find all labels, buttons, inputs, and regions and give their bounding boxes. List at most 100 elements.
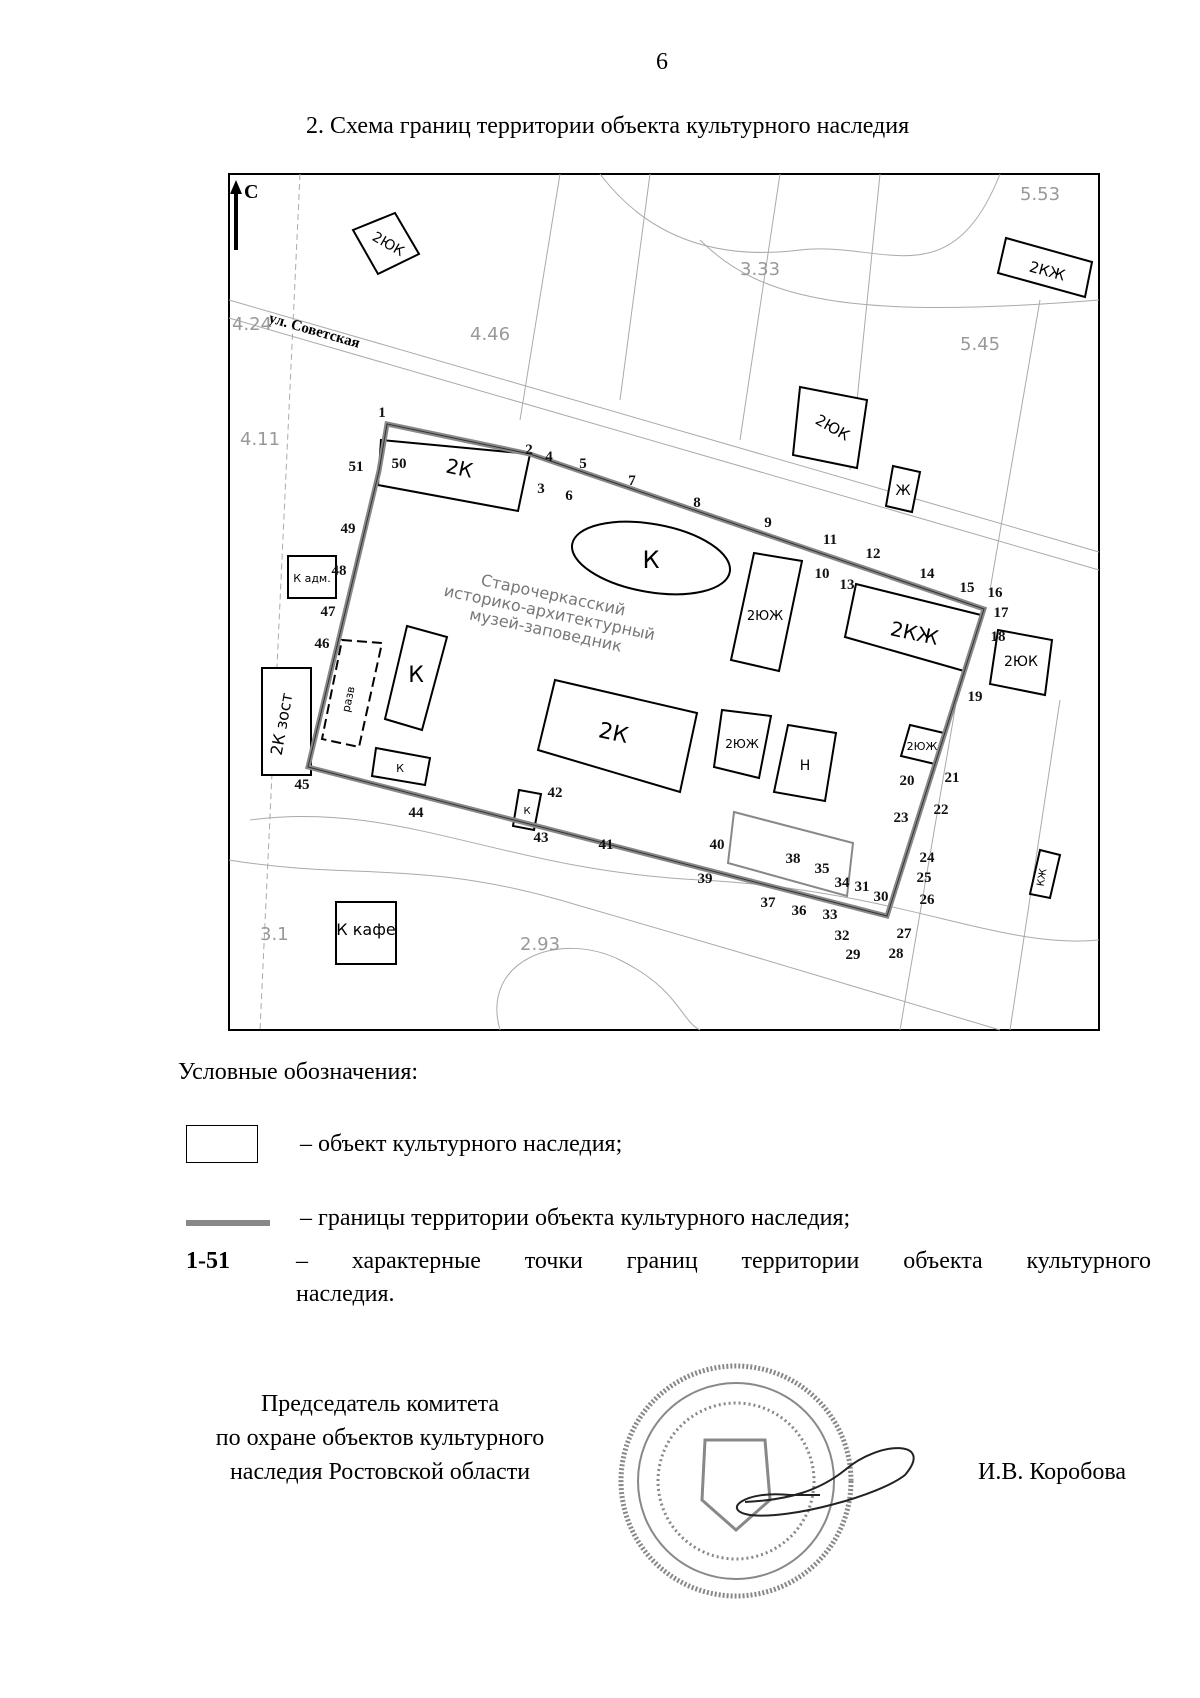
- building-2yuk-nw: [351, 211, 421, 276]
- boundary-point-label: 22: [934, 802, 949, 818]
- building-label: К: [642, 546, 659, 574]
- boundary-point-label: 18: [991, 629, 1006, 645]
- boundary-point-label: 8: [693, 495, 701, 511]
- building-label: Н: [800, 758, 811, 774]
- building-label: К: [523, 806, 530, 817]
- building-label: К: [396, 762, 404, 775]
- page-number: 6: [656, 49, 668, 75]
- building-2kzh-ne: [996, 236, 1094, 299]
- boundary-point-label: 37: [761, 895, 777, 911]
- north-label: С: [244, 181, 258, 203]
- boundary-point-label: 29: [846, 947, 861, 963]
- boundary-point-label: 39: [698, 871, 713, 887]
- boundary-point-label: 25: [917, 870, 932, 886]
- building-label: Ж: [895, 483, 910, 499]
- boundary-point-label: 35: [815, 861, 830, 877]
- boundary-point-label: 2: [525, 442, 533, 458]
- building-2yuk-north: [791, 385, 869, 470]
- boundary-point-label: 32: [835, 928, 850, 944]
- signer-position: Председатель комитета: [260, 1391, 500, 1417]
- buildings: [261, 211, 1094, 965]
- boundary-point-label: 41: [599, 837, 614, 853]
- boundary-point-label: 14: [920, 566, 936, 582]
- boundary-point-label: 47: [321, 604, 337, 620]
- arrowhead-icon: [230, 180, 242, 194]
- boundary-point-label: 19: [968, 689, 983, 705]
- legend-object-symbol: [186, 1125, 258, 1163]
- elevation-label: 5.53: [1020, 184, 1060, 205]
- boundary-point-label: 20: [900, 773, 915, 789]
- handwritten-signature: [736, 1447, 915, 1517]
- boundary-point-label: 11: [823, 532, 837, 548]
- building-2yuzh-tall: [729, 551, 804, 673]
- legend-boundary-symbol: [186, 1220, 270, 1226]
- signer-position: по охране объектов культурного: [215, 1425, 545, 1451]
- building-k-west: [383, 624, 449, 732]
- boundary-point-label: 1: [378, 405, 386, 421]
- boundary-point-label: 9: [764, 515, 772, 531]
- boundary-point-label: 24: [920, 850, 936, 866]
- boundary-point-label: 30: [874, 889, 889, 905]
- boundary-point-label: 7: [628, 473, 636, 489]
- building-label: 2ЮЖ: [725, 737, 759, 751]
- boundary-point-label: 42: [548, 785, 563, 801]
- boundary-point-label: 26: [920, 892, 936, 908]
- building-south: [726, 810, 855, 898]
- boundary-point-label: 3: [537, 481, 545, 497]
- building-label: К: [408, 663, 424, 688]
- legend-points-key: 1-51: [186, 1248, 230, 1274]
- north-arrow: С: [230, 180, 258, 250]
- official-stamp: [618, 1363, 854, 1599]
- boundary-point-label: 12: [866, 546, 881, 562]
- legend-points-label: – характерные точки границ территории об…: [296, 1248, 1151, 1274]
- building-label: разв: [340, 685, 358, 713]
- boundary-point-label: 6: [565, 488, 573, 504]
- signer-name: И.В. Коробова: [978, 1459, 1127, 1485]
- boundary-point-label: 33: [823, 907, 838, 923]
- boundary-point-label: 48: [332, 563, 347, 579]
- boundary-point-label: 23: [894, 810, 909, 826]
- boundary-point-label: 38: [786, 851, 801, 867]
- building-n: [772, 723, 838, 803]
- boundary-point-label: 36: [792, 903, 808, 919]
- topographic-background: [228, 173, 1100, 1031]
- elevation-label: 4.24: [232, 314, 272, 335]
- building-k-south: [370, 746, 432, 787]
- map-frame: [228, 173, 1100, 1031]
- boundary-point-label: 50: [392, 456, 407, 472]
- building-label: 2К: [596, 718, 631, 749]
- building-church: [570, 520, 732, 596]
- building-k-adm: [287, 555, 337, 599]
- territory-boundary-inner: [307, 423, 985, 917]
- elevation-label: 4.46: [470, 324, 510, 345]
- boundary-point-label: 46: [315, 636, 331, 652]
- building-label: К кафе: [336, 920, 395, 939]
- building-label: 2ЮК: [1004, 654, 1038, 670]
- signer-position: наследия Ростовской области: [229, 1459, 531, 1485]
- boundary-point-label: 44: [409, 805, 425, 821]
- boundary-point-label: 5: [579, 456, 587, 472]
- elevation-label: 5.45: [960, 334, 1000, 355]
- boundary-point-label: 49: [341, 521, 356, 537]
- building-2k-large: [536, 678, 699, 794]
- museum-label: Старочеркасский историко-архитектурный м…: [442, 570, 656, 655]
- boundary-point-label: 16: [988, 585, 1004, 601]
- boundary-point-label: 40: [710, 837, 725, 853]
- boundary-point-label: 34: [835, 875, 851, 891]
- elevation-label: 4.11: [240, 429, 280, 450]
- legend-object-label: – объект культурного наследия;: [300, 1131, 623, 1157]
- boundary-point-label: 31: [855, 879, 870, 895]
- boundary-point-label: 43: [534, 830, 549, 846]
- building-2k-zost: [261, 667, 312, 776]
- boundary-point-label: 45: [295, 777, 310, 793]
- legend-boundary-label: – границы территории объекта культурного…: [300, 1205, 851, 1231]
- page-title: 2. Схема границ территории объекта культ…: [306, 113, 910, 139]
- boundary-point-label: 21: [945, 770, 960, 786]
- building-zh: [884, 464, 922, 514]
- building-label: 2ЮЖ: [907, 740, 938, 753]
- building-label: 2ЮЖ: [747, 609, 783, 624]
- building-2yuzh-small: [712, 708, 773, 780]
